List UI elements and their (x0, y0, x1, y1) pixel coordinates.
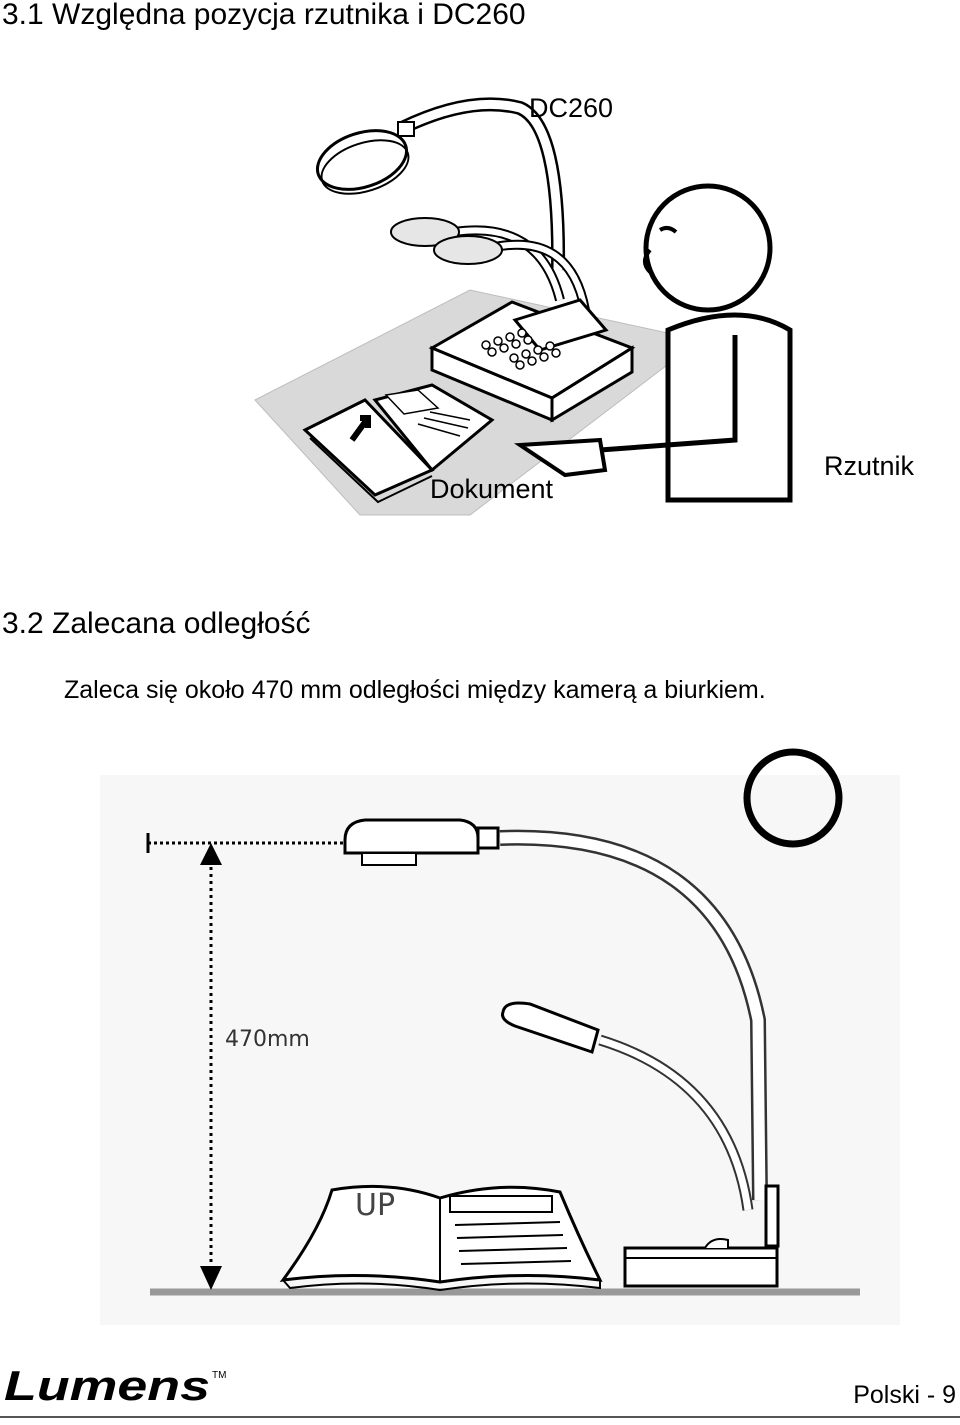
footer-divider (0, 1416, 960, 1418)
document-book-icon (302, 383, 495, 504)
arrow-down-icon (200, 1266, 222, 1290)
person-presenter-icon (513, 183, 793, 503)
camera-head-icon (315, 121, 415, 195)
camera-base-icon (623, 1184, 780, 1288)
lamp-head-icon (501, 1001, 600, 1054)
circle-indicator-icon (743, 748, 843, 848)
relative-position-illustration (254, 97, 793, 516)
camera-base-icon (428, 298, 636, 423)
label-dokument: Dokument (430, 474, 554, 504)
camera-head-icon (343, 818, 500, 866)
recommended-distance-illustration: 470mm UP (100, 748, 900, 1325)
svg-text:Lumens: Lumens (4, 1362, 210, 1409)
label-rzutnik: Rzutnik (824, 451, 915, 481)
lamp-head-right-icon (433, 235, 503, 265)
svg-text:TM: TM (212, 1370, 226, 1381)
arrow-up-icon (200, 843, 222, 865)
label-dc260: DC260 (529, 93, 614, 123)
book-up-label: UP (355, 1188, 395, 1223)
lumens-logo: Lumens TM (4, 1362, 226, 1409)
section-heading-3-1: 3.1 Względna pozycja rzutnika i DC260 (2, 0, 526, 31)
book-icon: UP (279, 1184, 603, 1292)
page-number: Polski - 9 (853, 1381, 956, 1409)
distance-label: 470mm (225, 1027, 310, 1052)
lamp-head-left-icon (390, 217, 460, 247)
distance-recommendation-text: Zaleca się około 470 mm odległości międz… (64, 676, 766, 704)
section-heading-3-2: 3.2 Zalecana odległość (2, 607, 311, 640)
